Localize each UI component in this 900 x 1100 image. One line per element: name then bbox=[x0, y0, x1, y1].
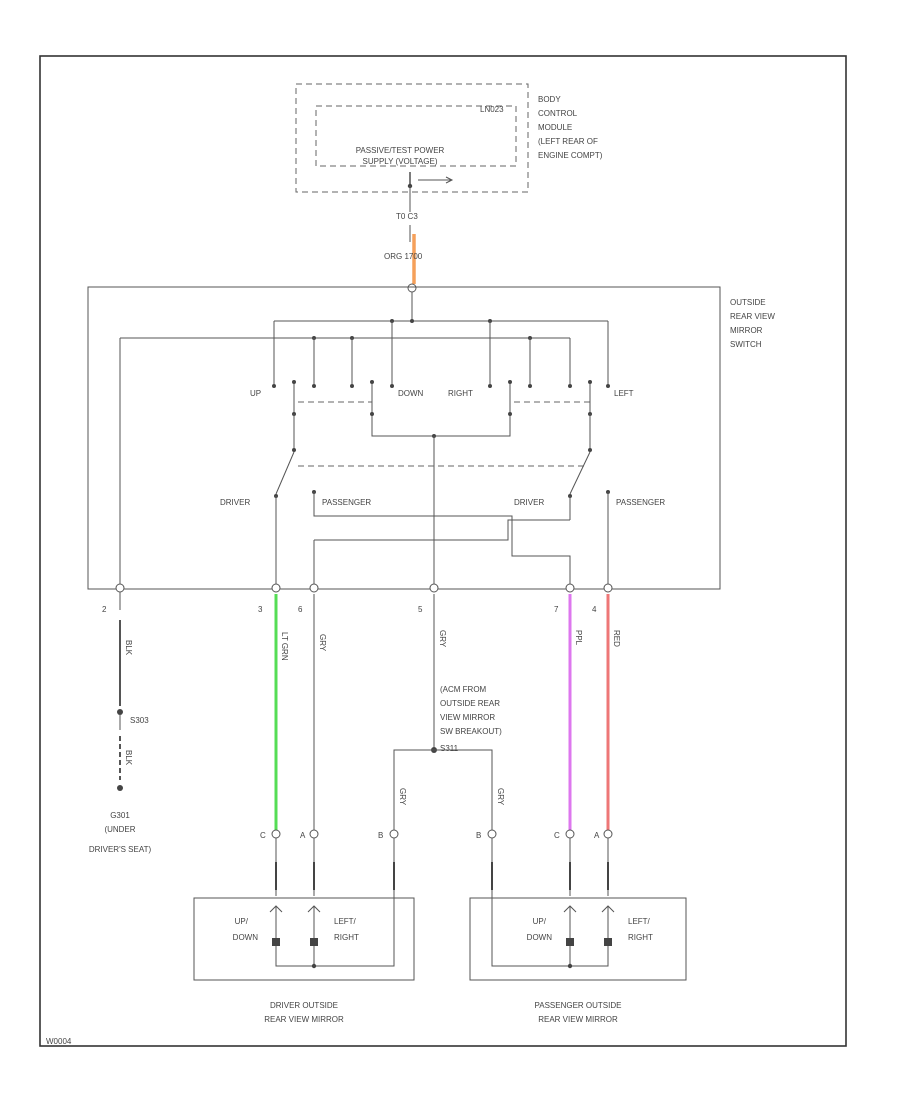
dm-name-2: REAR VIEW MIRROR bbox=[264, 1015, 344, 1024]
outside-rear-view-mirror-switch: OUTSIDE REAR VIEW MIRROR SWITCH bbox=[87, 286, 775, 590]
label-up: UP bbox=[250, 389, 261, 398]
pm-label-down: DOWN bbox=[527, 933, 553, 942]
footer-code: W0004 bbox=[46, 1037, 72, 1046]
switch-pins: 2 3 6 5 7 4 bbox=[102, 583, 613, 614]
splice-s303: S303 bbox=[130, 716, 149, 725]
pm-label-up: UP/ bbox=[533, 917, 547, 926]
wire-ground-label: BLK bbox=[124, 750, 133, 766]
splice-line-1: (ACM FROM bbox=[440, 685, 487, 694]
wire-3-label: LT GRN bbox=[280, 632, 289, 661]
wire-5-label: GRY bbox=[438, 630, 447, 648]
splice-line-2: OUTSIDE REAR bbox=[440, 699, 500, 708]
dm-label-left: LEFT/ bbox=[334, 917, 357, 926]
ground-name-3: DRIVER'S SEAT) bbox=[89, 845, 152, 854]
dm-motor-1 bbox=[272, 938, 280, 946]
ground-name-1: G301 bbox=[110, 811, 130, 820]
pin-6: 6 bbox=[298, 605, 303, 614]
switch-name-3: MIRROR bbox=[730, 326, 763, 335]
bcm-name-4: (LEFT REAR OF bbox=[538, 137, 598, 146]
label-passenger-2: PASSENGER bbox=[616, 498, 665, 507]
mirror-connector-pins: C A B B C A bbox=[260, 829, 613, 840]
pm-pin-c: C bbox=[554, 831, 560, 840]
bcm-pin-label: T0 C3 bbox=[396, 212, 418, 221]
orange-wire-label: ORG 1700 bbox=[384, 252, 423, 261]
pin-2: 2 bbox=[102, 605, 107, 614]
pin-4: 4 bbox=[592, 605, 597, 614]
dm-pin-a: A bbox=[300, 831, 306, 840]
wire-7-label: PPL bbox=[574, 630, 583, 646]
label-driver-1: DRIVER bbox=[220, 498, 250, 507]
splice-line-5: S311 bbox=[440, 744, 459, 753]
label-driver-2: DRIVER bbox=[514, 498, 544, 507]
splice-wire-left: GRY bbox=[398, 788, 407, 806]
wire-4-label: RED bbox=[612, 630, 621, 647]
switch-name-1: OUTSIDE bbox=[730, 298, 766, 307]
pm-name-2: REAR VIEW MIRROR bbox=[538, 1015, 618, 1024]
pin-7: 7 bbox=[554, 605, 559, 614]
label-right: RIGHT bbox=[448, 389, 473, 398]
bcm-inner-label: LN023 bbox=[480, 105, 504, 114]
ground-name-2: (UNDER bbox=[104, 825, 135, 834]
bcm-name-3: MODULE bbox=[538, 123, 572, 132]
pm-label-right: RIGHT bbox=[628, 933, 653, 942]
dm-pin-c: C bbox=[260, 831, 266, 840]
pm-label-left: LEFT/ bbox=[628, 917, 651, 926]
wire-6-label: GRY bbox=[318, 634, 327, 652]
splice-line-4: SW BREAKOUT) bbox=[440, 727, 502, 736]
dm-name-1: DRIVER OUTSIDE bbox=[270, 1001, 338, 1010]
pin-3: 3 bbox=[258, 605, 263, 614]
pm-motor-2 bbox=[604, 938, 612, 946]
driver-outside-mirror: UP/ DOWN LEFT/ RIGHT bbox=[193, 897, 415, 981]
pm-pin-b: B bbox=[476, 831, 481, 840]
diagram-frame bbox=[39, 55, 847, 1047]
pm-motor-1 bbox=[566, 938, 574, 946]
splice-wire-right: GRY bbox=[496, 788, 505, 806]
pm-name-1: PASSENGER OUTSIDE bbox=[535, 1001, 622, 1010]
bcm-name-5: ENGINE COMPT) bbox=[538, 151, 603, 160]
pm-pin-a: A bbox=[594, 831, 600, 840]
splice-line-3: VIEW MIRROR bbox=[440, 713, 495, 722]
passenger-outside-mirror: UP/ DOWN LEFT/ RIGHT bbox=[469, 897, 687, 981]
dm-label-down: DOWN bbox=[233, 933, 259, 942]
pin-5: 5 bbox=[418, 605, 423, 614]
switch-contacts bbox=[272, 380, 610, 388]
body-control-module: LN023 PASSIVE/TEST POWER SUPPLY (VOLTAGE… bbox=[295, 83, 603, 193]
dm-label-right: RIGHT bbox=[334, 933, 359, 942]
label-passenger-1: PASSENGER bbox=[322, 498, 371, 507]
bcm-supply-line-2: SUPPLY (VOLTAGE) bbox=[363, 157, 438, 166]
wire-2-label: BLK bbox=[124, 640, 133, 656]
label-left: LEFT bbox=[614, 389, 634, 398]
label-down: DOWN bbox=[398, 389, 424, 398]
dm-pin-b: B bbox=[378, 831, 383, 840]
switch-name-4: SWITCH bbox=[730, 340, 762, 349]
dm-label-up: UP/ bbox=[235, 917, 249, 926]
bcm-supply-line-1: PASSIVE/TEST POWER bbox=[356, 146, 445, 155]
bcm-name-1: BODY bbox=[538, 95, 561, 104]
bcm-name-2: CONTROL bbox=[538, 109, 578, 118]
dm-motor-2 bbox=[310, 938, 318, 946]
switch-name-2: REAR VIEW bbox=[730, 312, 775, 321]
